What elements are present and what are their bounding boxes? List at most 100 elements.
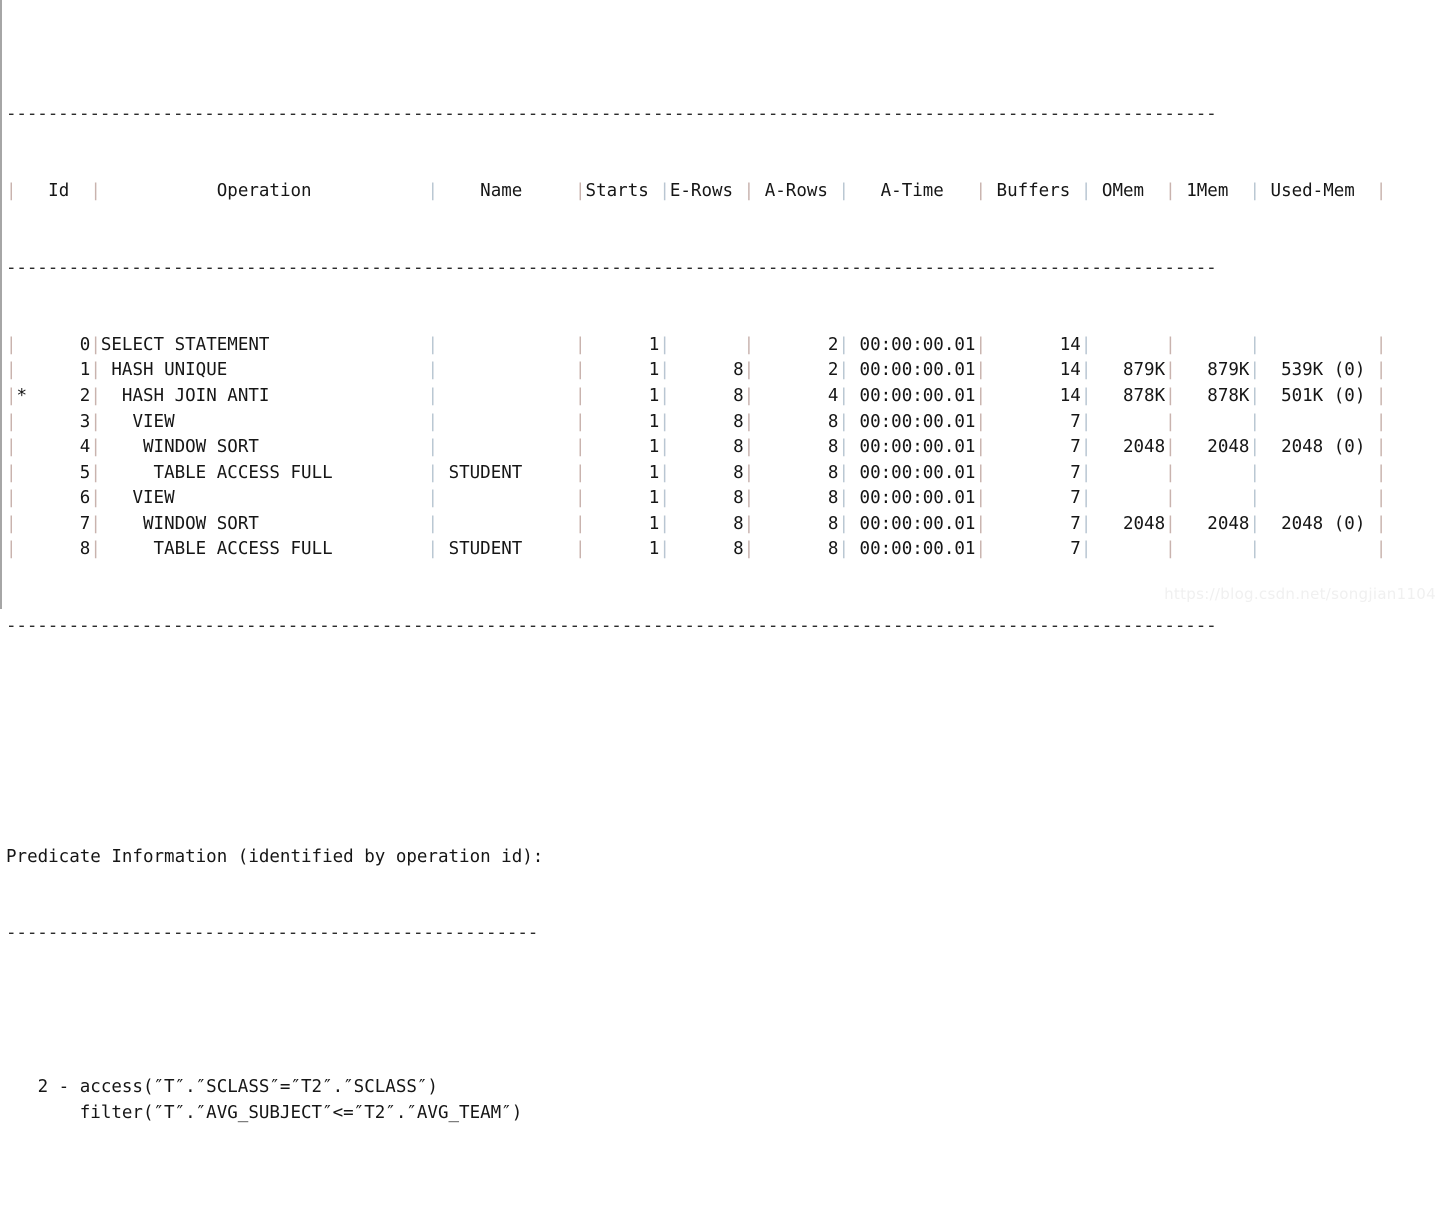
column-separator: | [1165,334,1176,355]
row-cell-erows: 8 [669,411,744,432]
column-separator: | [575,360,586,381]
row-cell-operation: TABLE ACCESS FULL [100,539,428,560]
column-separator: | [743,462,755,483]
column-separator: | [575,437,586,458]
header-cell-id: Id [37,181,91,202]
row-cell-name: STUDENT [438,462,575,483]
column-separator: | [975,411,986,432]
row-cell-arows: 2 [754,360,839,381]
row-cell-buffers: 7 [986,488,1081,509]
row-cell-buffers: 7 [986,437,1081,458]
row-cell-id: 6 [37,488,91,509]
row-predicate-marker [17,463,38,483]
column-separator: | [743,411,755,432]
predicate-line: 2 - access(″T″.″SCLASS″=″T2″.″SCLASS″) [6,1076,438,1097]
column-separator: | [427,513,439,534]
row-cell-mem1 [1176,488,1250,508]
row-cell-name [438,386,575,406]
plan-row: | 3| VIEW | | 1| 8| 8| 00:00:00.01| 7| |… [6,410,1446,436]
column-separator: | [1249,437,1260,458]
spacer [6,998,1446,1024]
column-separator: | [90,513,101,534]
column-separator: | [1165,539,1176,560]
column-separator: | [1165,411,1176,432]
row-cell-operation: WINDOW SORT [100,437,428,458]
row-cell-operation: HASH JOIN ANTI [100,385,428,406]
row-cell-name [438,488,575,508]
plan-border-bottom: ----------------------------------------… [6,616,1217,637]
row-cell-mem1 [1176,539,1250,559]
plan-header-row: | Id | Operation | Name |Starts |E-Rows … [6,179,1446,205]
row-predicate-marker [17,539,38,559]
column-separator: | [1165,462,1176,483]
row-cell-arows: 8 [754,411,839,432]
column-separator: | [427,181,439,202]
column-separator: | [838,385,850,406]
column-separator: | [90,334,101,355]
row-cell-buffers: 14 [986,385,1081,406]
column-separator: | [975,360,986,381]
row-cell-id: 3 [37,411,91,432]
column-separator: | [1375,462,1387,483]
spacer [6,717,1446,743]
column-separator: | [1080,411,1092,432]
row-cell-id: 1 [37,360,91,381]
row-cell-starts: 1 [585,385,660,406]
row-cell-id: 5 [37,462,91,483]
column-separator: | [1375,181,1387,202]
row-cell-usedmem [1260,488,1376,508]
row-cell-operation: WINDOW SORT [100,513,428,534]
column-separator: | [975,181,986,202]
header-cell-atime: A-Time [849,181,976,202]
column-separator: | [838,334,850,355]
header-cell-name: Name [438,181,575,202]
column-separator: | [1080,513,1092,534]
column-separator: | [1080,360,1092,381]
header-cell-buffers: Buffers [986,181,1081,202]
row-cell-usedmem: 539K (0) [1260,360,1376,381]
row-cell-atime: 00:00:00.01 [849,334,976,355]
column-separator: | [1080,488,1092,509]
column-separator: | [838,437,850,458]
column-separator: | [975,334,986,355]
row-cell-erows: 8 [669,437,744,458]
row-cell-starts: 1 [585,513,660,534]
column-separator: | [90,488,101,509]
row-cell-id: 2 [37,385,91,406]
row-cell-omem: 879K [1091,360,1166,381]
row-cell-arows: 8 [754,488,839,509]
row-cell-operation: SELECT STATEMENT [100,334,428,355]
column-separator: | [659,437,670,458]
plan-border-top: ----------------------------------------… [6,104,1217,125]
row-cell-mem1 [1176,335,1250,355]
row-cell-omem: 2048 [1091,513,1166,534]
row-cell-erows: 8 [669,360,744,381]
column-separator: | [1249,488,1260,509]
row-predicate-marker [17,437,38,457]
plan-row: | 1| HASH UNIQUE | | 1| 8| 2| 00:00:00.0… [6,358,1446,384]
column-separator: | [1080,181,1092,202]
row-cell-id: 7 [37,513,91,534]
header-cell-arows: A-Rows [754,181,839,202]
column-separator: | [6,411,17,432]
column-separator: | [1165,385,1176,406]
row-cell-name [438,412,575,432]
column-separator: | [1375,411,1387,432]
row-cell-mem1 [1176,463,1250,483]
column-separator: | [659,488,670,509]
row-cell-usedmem [1260,412,1376,432]
column-separator: | [1375,385,1387,406]
row-cell-omem [1091,539,1165,559]
header-cell-operation: Operation [100,181,428,202]
row-cell-erows: 8 [669,385,744,406]
column-separator: | [975,462,986,483]
row-cell-buffers: 7 [986,411,1081,432]
row-cell-arows: 8 [754,513,839,534]
plan-row: | 7| WINDOW SORT | | 1| 8| 8| 00:00:00.0… [6,512,1446,538]
column-separator: | [575,539,586,560]
row-cell-operation: HASH UNIQUE [100,360,428,381]
explain-plan-output: ----------------------------------------… [6,0,1446,1122]
row-cell-operation: VIEW [100,488,428,509]
row-cell-atime: 00:00:00.01 [849,539,976,560]
plan-row: |* 2| HASH JOIN ANTI | | 1| 8| 4| 00:00:… [6,384,1446,410]
